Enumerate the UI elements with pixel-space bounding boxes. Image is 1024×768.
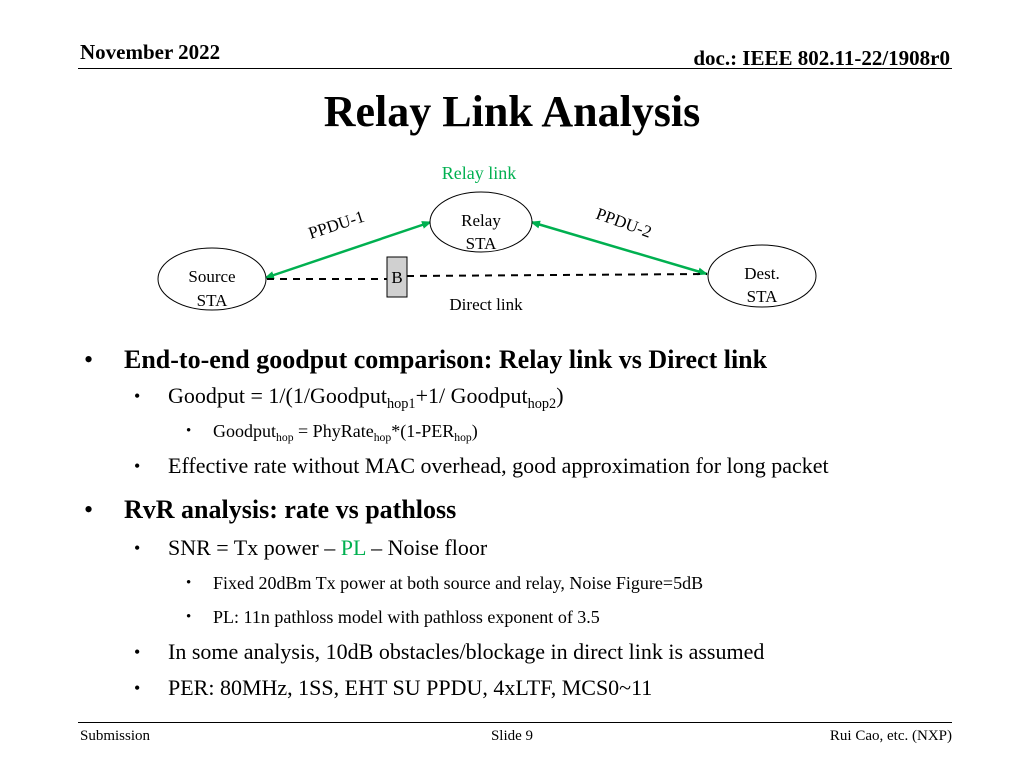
bullet-tx-power: Fixed 20dBm Tx power at both source and … bbox=[0, 566, 1024, 600]
footer-divider bbox=[78, 722, 952, 723]
bullet-snr-formula: SNR = Tx power – PL – Noise floor bbox=[0, 530, 1024, 566]
blockage-label: B bbox=[391, 268, 402, 287]
bullet-list: End-to-end goodput comparison: Relay lin… bbox=[0, 342, 1024, 706]
slide-title: Relay Link Analysis bbox=[323, 87, 701, 136]
pathloss-term: PL bbox=[340, 535, 366, 560]
dest-sta-label-2: STA bbox=[747, 287, 778, 306]
bullet-per: PER: 80MHz, 1SS, EHT SU PPDU, 4xLTF, MCS… bbox=[0, 670, 1024, 706]
text-run: = PhyRate bbox=[293, 421, 374, 441]
bullet-goodput-comparison: End-to-end goodput comparison: Relay lin… bbox=[0, 342, 1024, 378]
text-run: – Noise floor bbox=[365, 535, 488, 560]
header-doc-id: doc.: IEEE 802.11-22/1908r0 bbox=[693, 46, 950, 70]
ppdu-1-link bbox=[264, 220, 432, 280]
header-date: November 2022 bbox=[80, 40, 221, 64]
text-run: Goodput = 1/(1/Goodput bbox=[168, 383, 387, 408]
text-run: Goodput bbox=[213, 421, 276, 441]
footer-submission: Submission bbox=[80, 728, 151, 744]
source-sta-label-2: STA bbox=[197, 291, 228, 310]
ppdu-2-label: PPDU-2 bbox=[594, 204, 655, 242]
text-run: ) bbox=[556, 383, 564, 408]
bullet-goodput-hop-formula: Goodputhop = PhyRatehop*(1-PERhop) bbox=[0, 414, 1024, 448]
dest-sta-label-1: Dest. bbox=[744, 264, 779, 283]
subscript: hop2 bbox=[527, 396, 557, 412]
ppdu-2-link bbox=[530, 220, 708, 276]
direct-link-line-right bbox=[406, 273, 708, 277]
subscript: hop bbox=[373, 431, 392, 445]
relay-sta-node bbox=[429, 191, 533, 253]
bullet-blockage: In some analysis, 10dB obstacles/blockag… bbox=[0, 634, 1024, 670]
footer-author: Rui Cao, etc. (NXP) bbox=[829, 728, 952, 744]
subscript: hop1 bbox=[386, 396, 416, 412]
dest-sta-node bbox=[707, 244, 817, 308]
direct-link-label: Direct link bbox=[449, 295, 523, 314]
footer-slide-number: Slide 9 bbox=[490, 728, 534, 744]
relay-sta-label-1: Relay bbox=[461, 211, 501, 230]
bullet-rvr-analysis: RvR analysis: rate vs pathloss bbox=[0, 492, 1024, 528]
bullet-effective-rate: Effective rate without MAC overhead, goo… bbox=[0, 448, 1024, 484]
subscript: hop bbox=[454, 431, 472, 445]
header-divider bbox=[78, 68, 952, 69]
relay-link-label: Relay link bbox=[442, 163, 517, 183]
relay-link-diagram: Relay link Relay STA Source STA Dest. ST… bbox=[157, 163, 817, 314]
source-sta-node bbox=[157, 247, 267, 311]
blockage-box bbox=[386, 256, 408, 298]
subscript: hop bbox=[276, 431, 294, 445]
ppdu-1-label: PPDU-1 bbox=[306, 207, 367, 243]
source-sta-label-1: Source bbox=[188, 267, 235, 286]
text-run: *(1-PER bbox=[391, 421, 455, 441]
bullet-pathloss-model: PL: 11n pathloss model with pathloss exp… bbox=[0, 600, 1024, 634]
text-run: +1/ Goodput bbox=[415, 383, 528, 408]
relay-sta-label-2: STA bbox=[466, 234, 497, 253]
text-run: ) bbox=[471, 421, 478, 441]
text-run: SNR = Tx power – bbox=[168, 535, 341, 560]
bullet-goodput-formula: Goodput = 1/(1/Goodputhop1+1/ Goodputhop… bbox=[0, 378, 1024, 414]
